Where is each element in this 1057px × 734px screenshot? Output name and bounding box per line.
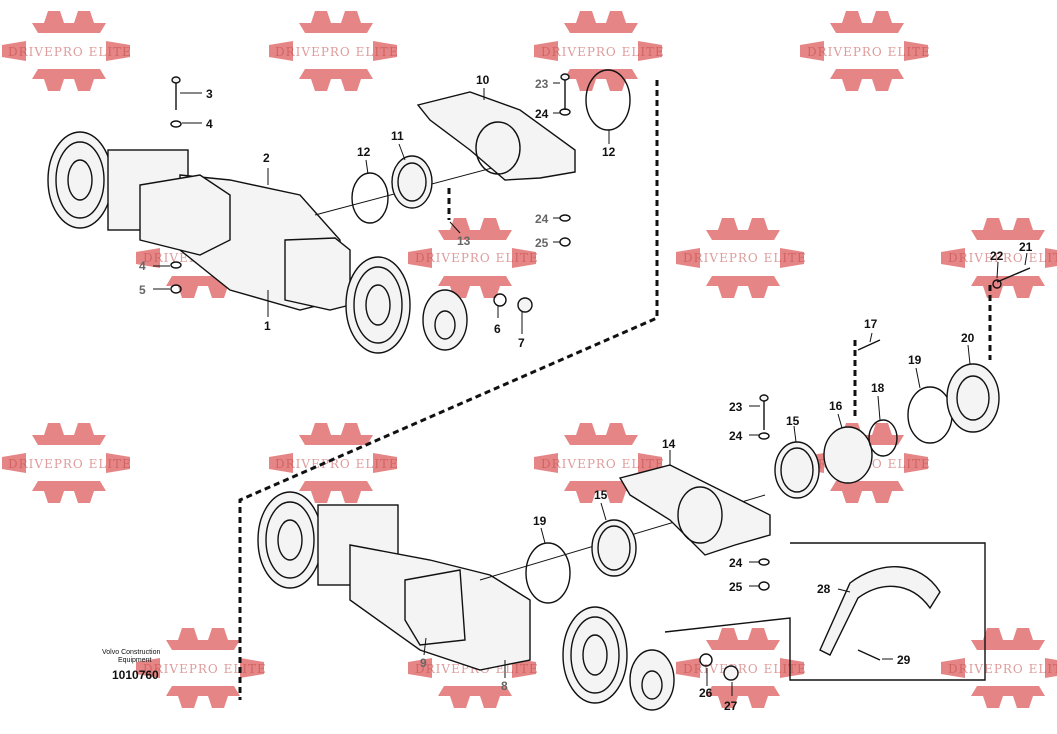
callout-labels: 1 2 3 4 4 5 6 7 8 9 10 11 12 12 13 14 15… — [139, 73, 1033, 713]
callout-24: 24 — [535, 107, 549, 121]
watermark-text: DRIVEPRO ELITE — [143, 662, 267, 676]
callout-21: 21 — [1019, 240, 1033, 254]
callout-16: 16 — [829, 399, 843, 413]
callout-7: 7 — [518, 336, 525, 350]
detail-inset — [664, 542, 986, 681]
callout-29: 29 — [897, 653, 911, 667]
callout-leaders — [153, 82, 1028, 696]
watermark-text: DRIVEPRO ELITE — [948, 251, 1057, 265]
callout-10: 10 — [476, 73, 490, 87]
watermark-text: DRIVEPRO ELITE — [683, 251, 807, 265]
callout-14: 14 — [662, 437, 676, 451]
callout-9: 9 — [420, 656, 427, 670]
callout-20: 20 — [961, 331, 975, 345]
callout-19: 19 — [533, 514, 547, 528]
publisher-block: Volvo Construction Equipment 1010760 — [102, 649, 160, 682]
callout-15: 15 — [594, 488, 608, 502]
callout-25: 25 — [729, 580, 743, 594]
callout-2: 2 — [263, 151, 270, 165]
callout-4: 4 — [139, 259, 146, 273]
watermark-text: DRIVEPRO ELITE — [541, 45, 665, 59]
callout-8: 8 — [501, 679, 508, 693]
watermark-text: DRIVEPRO ELITE — [415, 251, 539, 265]
callout-3: 3 — [206, 87, 213, 101]
lower-axle-assembly — [257, 491, 766, 711]
watermark-text: DRIVEPRO ELITE — [948, 662, 1057, 676]
callout-23: 23 — [535, 77, 549, 91]
callout-6: 6 — [494, 322, 501, 336]
callout-24: 24 — [729, 556, 743, 570]
watermark-text: DRIVEPRO ELITE — [683, 662, 807, 676]
watermark-text: DRIVEPRO ELITE — [541, 457, 665, 471]
callout-27: 27 — [724, 699, 738, 713]
callout-19: 19 — [908, 353, 922, 367]
callout-18: 18 — [871, 381, 885, 395]
callout-17: 17 — [864, 317, 878, 331]
callout-11: 11 — [391, 129, 404, 143]
publisher-line2: Equipment — [118, 657, 152, 664]
callout-1: 1 — [264, 319, 271, 333]
publisher-line1: Volvo Construction — [102, 649, 160, 656]
watermark-text: DRIVEPRO ELITE — [8, 457, 132, 471]
callout-25: 25 — [535, 236, 549, 250]
watermark-text: DRIVEPRO ELITE — [8, 45, 132, 59]
callout-22: 22 — [990, 249, 1004, 263]
callout-12: 12 — [357, 145, 371, 159]
callout-24: 24 — [535, 212, 549, 226]
callout-15: 15 — [786, 414, 800, 428]
callout-13: 13 — [457, 234, 471, 248]
callout-24: 24 — [729, 429, 743, 443]
callout-23: 23 — [729, 400, 743, 414]
upper-axle-assembly — [47, 131, 561, 354]
callout-5: 5 — [139, 283, 146, 297]
upper-loose-parts — [170, 69, 631, 313]
callout-4: 4 — [206, 117, 213, 131]
lower-loose-parts — [525, 267, 1031, 681]
callout-12: 12 — [602, 145, 616, 159]
dashed-reference-lines — [238, 80, 992, 700]
watermark-text: DRIVEPRO ELITE — [807, 45, 931, 59]
watermark-text: DRIVEPRO ELITE — [275, 45, 399, 59]
document-id: 1010760 — [112, 668, 159, 682]
callout-28: 28 — [817, 582, 831, 596]
watermark-text: DRIVEPRO ELITE — [275, 457, 399, 471]
callout-26: 26 — [699, 686, 713, 700]
